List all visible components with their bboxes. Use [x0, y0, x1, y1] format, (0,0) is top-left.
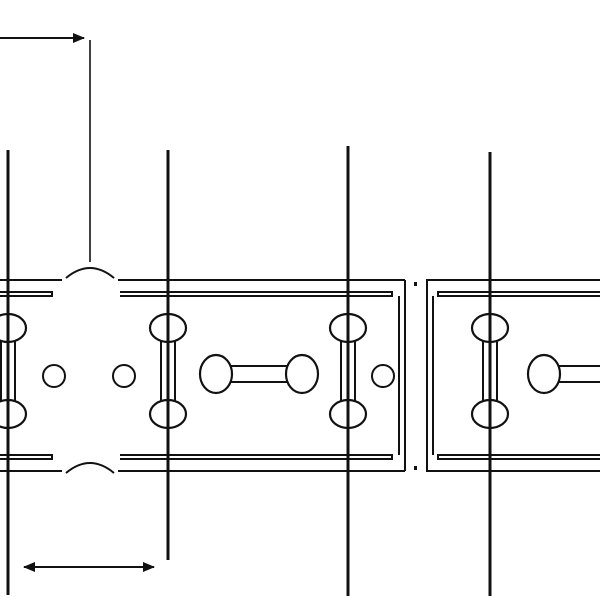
dumbbell-oval-right	[284, 353, 320, 395]
round-hole	[112, 364, 136, 388]
vertical-pins	[6, 146, 492, 596]
horizontal-slot	[225, 365, 293, 383]
strip-segment-left	[0, 267, 406, 474]
bottom-notch	[65, 462, 115, 474]
top-rail-inner-b	[437, 291, 600, 297]
oval-contact-bottom	[0, 398, 28, 430]
dumbbell-oval-left	[198, 353, 234, 395]
top-rail-outer-b	[426, 279, 600, 472]
oval-contact-top	[0, 312, 28, 344]
top-dimension-leader	[0, 33, 91, 262]
round-hole	[371, 364, 395, 388]
horizontal-slots	[225, 365, 600, 383]
strip-segment-right	[426, 279, 600, 472]
joint-mark-bottom	[414, 466, 417, 470]
top-rail-inner	[0, 291, 393, 297]
bottom-rail-inner-b	[437, 454, 600, 460]
segment-joint	[414, 282, 417, 470]
round-hole	[42, 364, 66, 388]
top-notch	[65, 267, 115, 279]
round-holes	[42, 364, 395, 388]
dumbbell-oval-left	[526, 353, 562, 395]
joint-mark-top	[414, 282, 417, 286]
bottom-rail-inner	[0, 454, 393, 460]
